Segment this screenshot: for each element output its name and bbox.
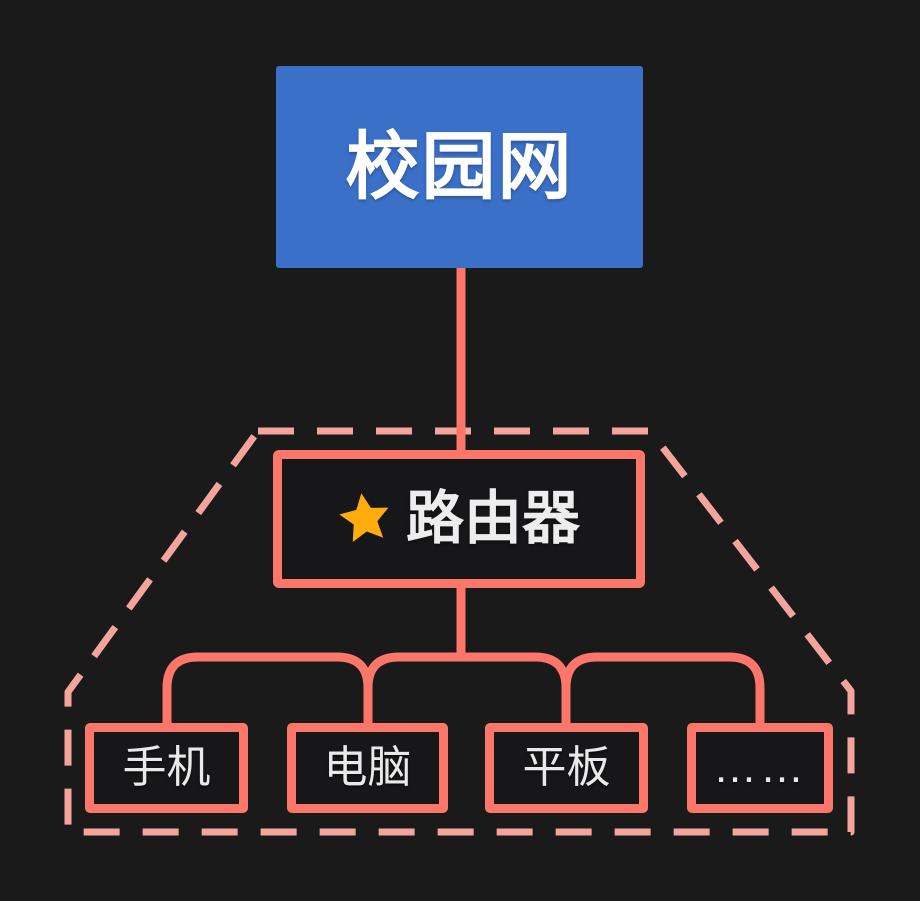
bracket-tablet-ellipsis [561,652,765,726]
campus-network-label: 校园网 [345,125,574,208]
node-router: 路由器 [273,450,645,588]
computer-label: 电脑 [323,743,412,792]
bracket-phone-computer [162,652,373,726]
bracket-computer-tablet [363,652,571,726]
node-computer: 电脑 [287,723,448,813]
node-tablet: 平板 [485,723,648,813]
star-icon [339,493,389,542]
phone-label: 手机 [122,743,211,792]
node-phone: 手机 [85,723,248,813]
node-campus-network: 校园网 [276,66,643,268]
wireless-zone-dashed-boundary [64,427,855,836]
router-label: 路由器 [405,486,580,551]
node-ellipsis: …… [687,723,833,813]
tablet-label: 平板 [522,743,611,792]
ellipsis-label: …… [713,743,807,792]
